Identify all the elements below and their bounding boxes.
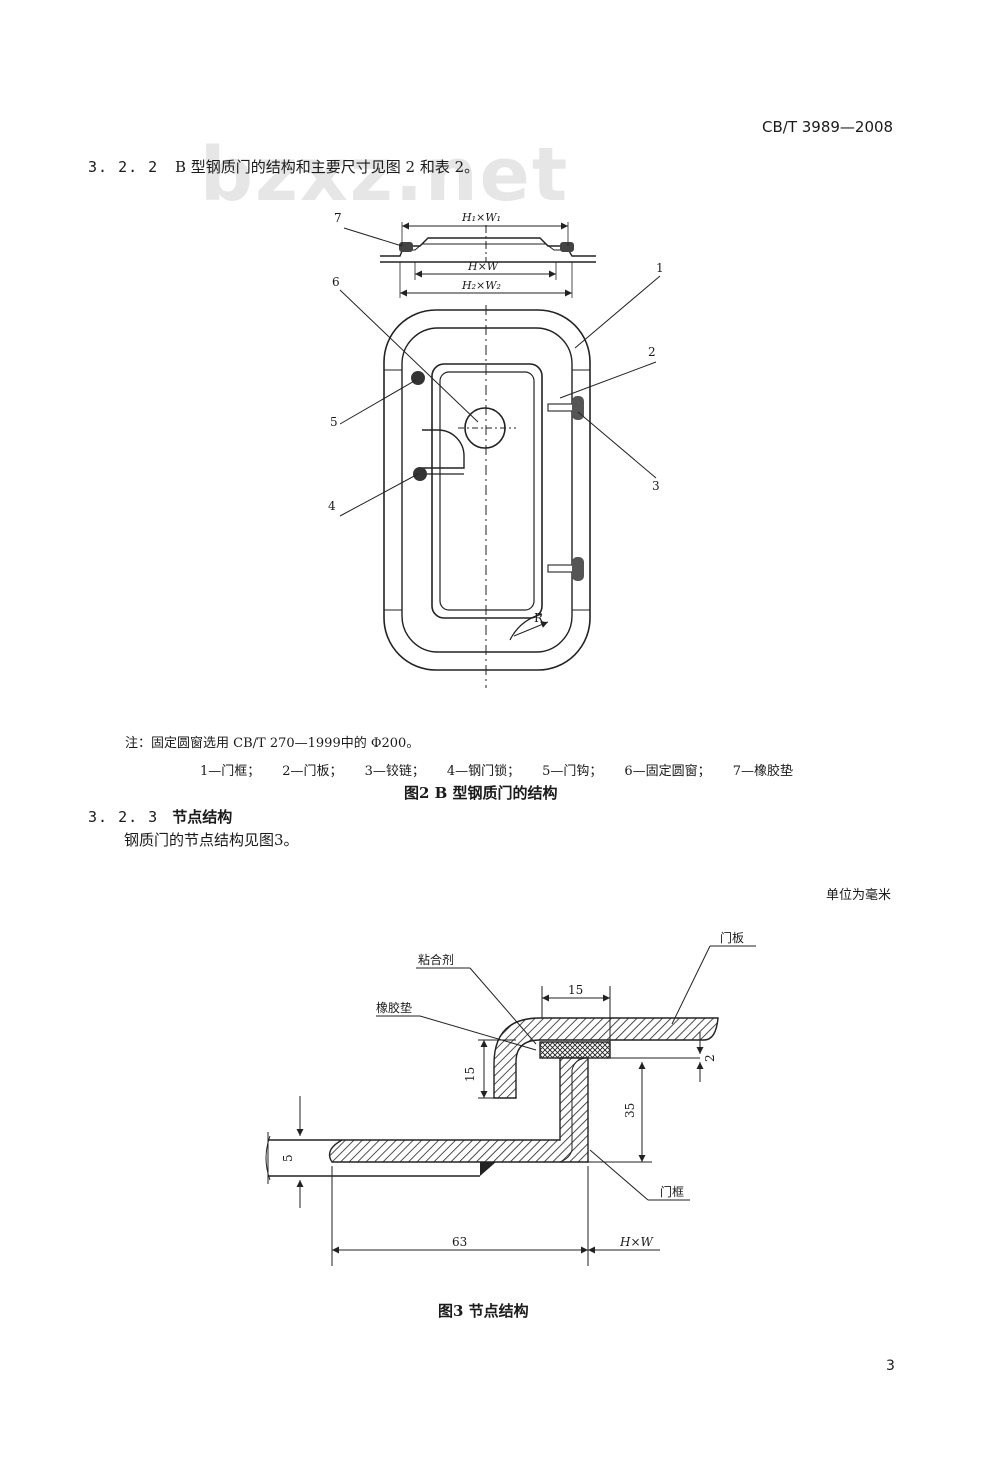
figure3-text: 粘合剂 橡胶垫 门板 门框 15 15 2 35 5 63 H×W [281,930,744,1249]
legend-item: 7—橡胶垫 [732,764,793,779]
legend-item: 4—钢门锁； [446,764,521,779]
label-adhesive: 粘合剂 [418,952,454,967]
dim-h1w1: H₁×W₁ [461,211,501,224]
callout-3: 3 [652,479,660,493]
callout-1: 1 [656,261,664,275]
section-3-2-3-text: 钢质门的节点结构见图3。 [124,831,299,849]
section-number: 3. 2. 2 [88,158,159,176]
legend-item: 5—门钩； [542,764,603,779]
section-3-2-3: 3. 2. 3 节点结构 [88,806,232,827]
door-elevation [383,305,591,688]
leader-lines [339,227,661,517]
figure3-leaders [376,945,756,1201]
label-door-frame: 门框 [660,1184,684,1199]
dim-15-top: 15 [568,983,583,997]
legend-item: 1—门框； [200,764,261,779]
figure2-legend: 1—门框； 2—门板； 3—铰链； 4—钢门锁； 5—门钩； 6—固定圆窗； 7—橡胶垫 [200,760,815,779]
figure3-dimensions [294,986,704,1266]
page-number: 3 [886,1358,895,1374]
callout-7: 7 [334,211,342,225]
legend-item: 6—固定圆窗； [624,764,711,779]
section-text: B 型钢质门的结构和主要尺寸见图 2 和表 2。 [175,158,480,176]
label-door-panel: 门板 [720,930,744,945]
callout-6: 6 [332,275,340,289]
figure2-note: 注：固定圆窗选用 CB/T 270—1999中的 Φ200。 [125,736,420,751]
figure2-callouts: 1 2 3 4 5 6 7 R [328,211,664,625]
door-frame-shape [328,1057,589,1163]
callout-4: 4 [328,499,336,513]
top-section-view [380,222,596,298]
rubber-pad-shape [539,1041,611,1059]
figure2-caption: 图2 B 型钢质门的结构 [404,784,558,802]
figure3-drawing [265,945,756,1266]
dim-35: 35 [623,1103,637,1118]
figure2-text: H₁×W₁ H×W H₂×W₂ [461,211,501,292]
radius-label: R [534,611,544,625]
watermark: bzxz.net [200,132,570,218]
dim-5: 5 [281,1154,295,1162]
figure3-caption: 图3 节点结构 [438,1302,529,1320]
dim-63: 63 [452,1235,467,1249]
legend-item: 2—门板； [282,764,343,779]
unit-note: 单位为毫米 [826,888,892,903]
legend-item: 3—铰链； [364,764,425,779]
dim-hw: H×W [467,260,500,273]
dim-2: 2 [703,1054,717,1062]
callout-5: 5 [330,415,338,429]
door-panel-shape [493,1017,719,1099]
dim-15-left: 15 [463,1067,477,1082]
dim-h2w2: H₂×W₂ [461,279,501,292]
label-rubber-pad: 橡胶垫 [376,1000,412,1015]
standard-number: CB/T 3989—2008 [762,118,894,136]
figure2-drawing [339,222,661,688]
section-number: 3. 2. 3 [88,808,159,826]
callout-2: 2 [648,345,656,359]
section-3-2-2: 3. 2. 2 B 型钢质门的结构和主要尺寸见图 2 和表 2。 [88,156,479,177]
dim-hw-fig3: H×W [619,1235,655,1249]
section-title: 节点结构 [172,808,233,826]
